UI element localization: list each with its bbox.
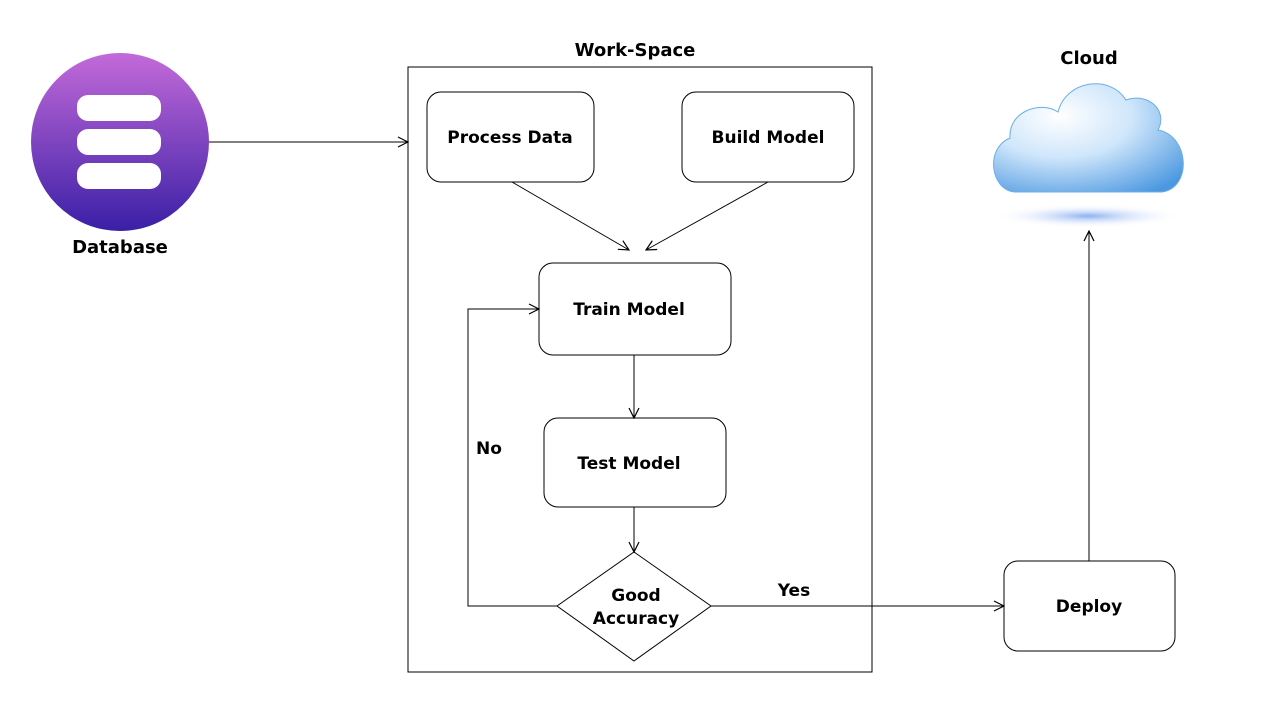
edge-process-to-train: [511, 181, 629, 250]
edge-label-no: No: [476, 439, 502, 459]
cloud-label: Cloud: [1060, 48, 1117, 69]
workspace-title: Work-Space: [575, 40, 696, 61]
decision-label-line2: Accuracy: [593, 609, 679, 629]
edge-decision-no-loop: [467, 309, 557, 607]
database-icon: [31, 53, 209, 231]
train-model-label: Train Model: [573, 300, 685, 320]
deploy-label: Deploy: [1056, 597, 1122, 617]
test-model-node[interactable]: Test Model: [543, 417, 727, 508]
workspace-container: [407, 66, 873, 673]
build-model-node[interactable]: Build Model: [681, 91, 855, 183]
cloud-icon: [993, 83, 1184, 228]
decision-label-line1: Good: [611, 586, 660, 606]
good-accuracy-decision[interactable]: Good Accuracy: [556, 551, 712, 662]
edge-build-to-train: [646, 181, 769, 250]
database-label: Database: [72, 237, 168, 258]
train-model-node[interactable]: Train Model: [538, 262, 732, 356]
process-data-node[interactable]: Process Data: [426, 91, 595, 183]
build-model-label: Build Model: [712, 128, 825, 148]
deploy-node[interactable]: Deploy: [1003, 560, 1176, 652]
process-data-label: Process Data: [447, 128, 572, 148]
test-model-label: Test Model: [577, 454, 680, 474]
edge-label-yes: Yes: [777, 581, 810, 601]
